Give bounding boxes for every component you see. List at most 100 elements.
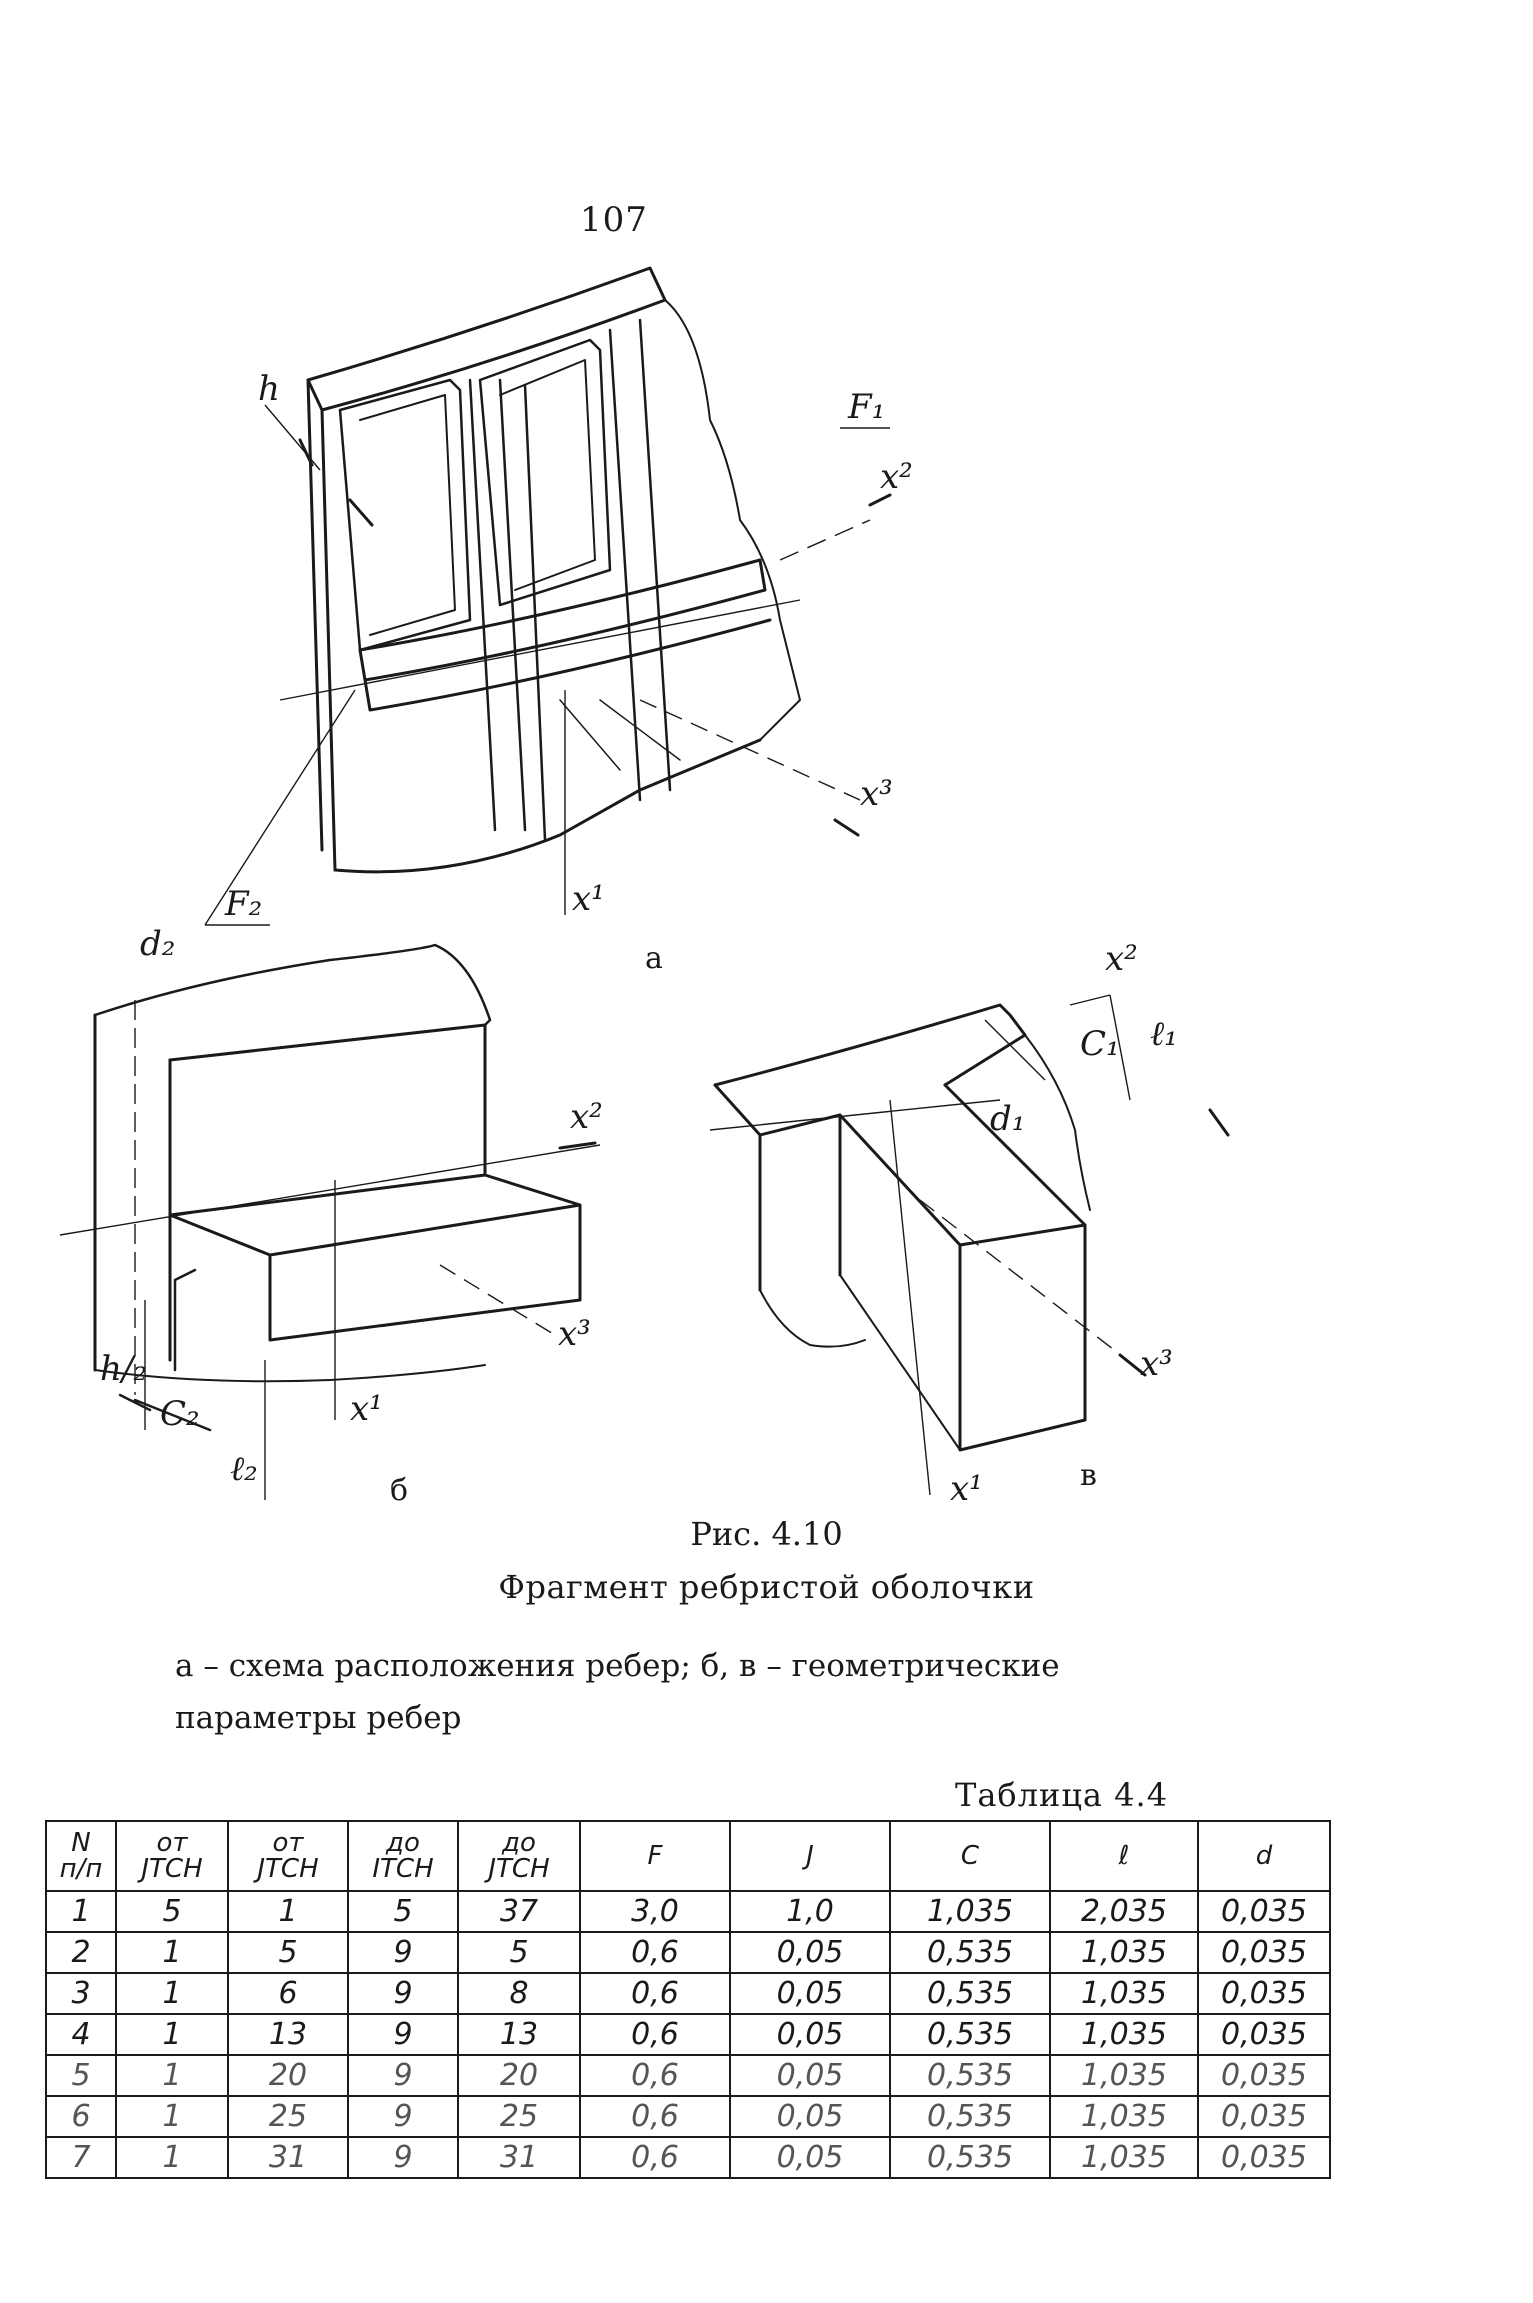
table-cell: 0,05 bbox=[729, 2054, 891, 2097]
table-cell: 0,6 bbox=[579, 2095, 731, 2138]
header-cell: F bbox=[579, 1820, 731, 1892]
table-cell: 0,05 bbox=[729, 2013, 891, 2056]
table-cell: 1 bbox=[115, 2054, 229, 2097]
figure-caption-legend: а – схема расположения ребер; б, в – гео… bbox=[175, 1640, 1255, 1744]
table-cell: 1,0 bbox=[729, 1890, 891, 1933]
label-h2: h/₂ bbox=[100, 1349, 147, 1389]
table-cell: 3,0 bbox=[579, 1890, 731, 1933]
table-cell: 0,535 bbox=[889, 2136, 1051, 2179]
header-cell: C bbox=[889, 1820, 1051, 1892]
table-cell: 5 bbox=[457, 1931, 581, 1974]
label-c1: C₁ bbox=[1080, 1024, 1120, 1064]
table-cell: 1 bbox=[227, 1890, 349, 1933]
table-cell: 0,035 bbox=[1197, 2054, 1331, 2097]
table-cell: 20 bbox=[457, 2054, 581, 2097]
table-cell: 1,035 bbox=[889, 1890, 1051, 1933]
table-cell: 0,035 bbox=[1197, 1931, 1331, 1974]
table-cell: 0,535 bbox=[889, 2095, 1051, 2138]
table-cell: 0,6 bbox=[579, 2013, 731, 2056]
legend-line-1: а – схема расположения ребер; б, в – гео… bbox=[175, 1648, 1060, 1684]
label-x3-b: x³ bbox=[558, 1314, 591, 1354]
header-cell: J bbox=[729, 1820, 891, 1892]
table-cell: 1 bbox=[45, 1890, 117, 1933]
table-cell: 5 bbox=[115, 1890, 229, 1933]
table-cell: 0,535 bbox=[889, 2054, 1051, 2097]
table-cell: 1 bbox=[115, 1972, 229, 2015]
table-cell: 37 bbox=[457, 1890, 581, 1933]
table-cell: 20 bbox=[227, 2054, 349, 2097]
figure-label-b: б bbox=[390, 1473, 408, 1508]
label-F1: F₁ bbox=[847, 387, 885, 427]
table-cell: 25 bbox=[457, 2095, 581, 2138]
label-x3-c: x³ bbox=[1140, 1344, 1173, 1384]
table-cell: 7 bbox=[45, 2136, 117, 2179]
table-cell: 4 bbox=[45, 2013, 117, 2056]
table-cell: 0,035 bbox=[1197, 2095, 1331, 2138]
table-cell: 0,6 bbox=[579, 1972, 731, 2015]
table-cell: 5 bbox=[45, 2054, 117, 2097]
table-cell: 1,035 bbox=[1049, 2095, 1199, 2138]
table-cell: 1,035 bbox=[1049, 2013, 1199, 2056]
figure-a-drawing: h F₁ F₂ x² x³ x¹ а bbox=[204, 266, 913, 976]
table-cell: 1 bbox=[115, 1931, 229, 1974]
table-cell: 13 bbox=[227, 2013, 349, 2056]
table-cell: 1,035 bbox=[1049, 1931, 1199, 1974]
table-cell: 6 bbox=[45, 2095, 117, 2138]
figure-caption-subtitle: Фрагмент ребристой оболочки bbox=[498, 1568, 1035, 1606]
table-cell: 9 bbox=[347, 2054, 459, 2097]
table-cell: 9 bbox=[347, 2095, 459, 2138]
figure-c-drawing: d₁ C₁ ℓ₁ x² x³ x¹ в bbox=[709, 939, 1230, 1509]
table-cell: 9 bbox=[347, 1931, 459, 1974]
label-l2: ℓ₂ bbox=[230, 1449, 258, 1489]
label-x1-b: x¹ bbox=[350, 1389, 383, 1429]
table-cell: 0,035 bbox=[1197, 1972, 1331, 2015]
legend-line-2: параметры ребер bbox=[175, 1700, 462, 1736]
table-cell: 0,6 bbox=[579, 1931, 731, 1974]
table-cell: 0,535 bbox=[889, 1931, 1051, 1974]
label-x3-a: x³ bbox=[860, 774, 893, 814]
table-cell: 2,035 bbox=[1049, 1890, 1199, 1933]
label-d1: d₁ bbox=[990, 1099, 1025, 1139]
figure-caption-title: Рис. 4.10 bbox=[690, 1515, 843, 1553]
table-cell: 6 bbox=[227, 1972, 349, 2015]
figure-b-drawing: d₂ h/₂ C₂ ℓ₂ x² x³ x¹ б bbox=[59, 924, 603, 1508]
table-cell: 0,05 bbox=[729, 2136, 891, 2179]
header-cell: ℓ bbox=[1049, 1820, 1199, 1892]
figure-ribbed-shell: h F₁ F₂ x² x³ x¹ а d₂ h/₂ C₂ ℓ₂ x² x³ x¹… bbox=[59, 266, 1230, 1509]
table-cell: 0,05 bbox=[729, 1972, 891, 2015]
header-cell: d bbox=[1197, 1820, 1331, 1892]
label-x2-c: x² bbox=[1105, 939, 1138, 979]
table-cell: 0,05 bbox=[729, 2095, 891, 2138]
label-F2: F₂ bbox=[224, 884, 262, 924]
table-cell: 5 bbox=[347, 1890, 459, 1933]
table-cell: 31 bbox=[457, 2136, 581, 2179]
table-cell: 0,035 bbox=[1197, 2136, 1331, 2179]
table-cell: 8 bbox=[457, 1972, 581, 2015]
table-cell: 0,6 bbox=[579, 2054, 731, 2097]
table-cell: 2 bbox=[45, 1931, 117, 1974]
table-cell: 25 bbox=[227, 2095, 349, 2138]
table-cell: 9 bbox=[347, 2136, 459, 2179]
figure-label-c: в bbox=[1080, 1458, 1097, 1493]
label-x1-a: x¹ bbox=[572, 879, 605, 919]
table-cell: 1,035 bbox=[1049, 2136, 1199, 2179]
table-cell: 0,6 bbox=[579, 2136, 731, 2179]
page-number: 107 bbox=[580, 200, 648, 240]
table-cell: 3 bbox=[45, 1972, 117, 2015]
label-l1: ℓ₁ bbox=[1150, 1014, 1178, 1054]
table-cell: 1 bbox=[115, 2095, 229, 2138]
